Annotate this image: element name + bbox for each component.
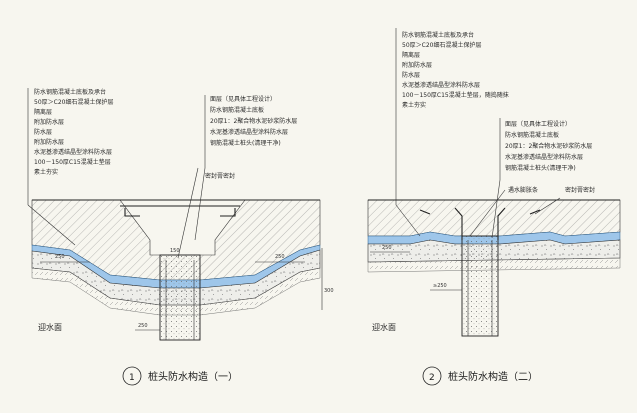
fig2-right-label-1: 防水钢筋混凝土底板 — [505, 131, 559, 139]
fig2-top-label-5: 水泥基渗透结晶型涂料防水层 — [402, 81, 480, 89]
fig1-left-label-5: 附加防水层 — [34, 138, 64, 146]
fig1-dim-2: 250 — [275, 254, 285, 260]
figure-2: 防水钢筋混凝土底板及承台 50厚＞C20细石混凝土保护层 隔离层 附加防水层 防… — [367, 28, 621, 386]
fig1-left-label-4: 防水层 — [34, 128, 52, 136]
rebar-hook-1 — [124, 208, 236, 217]
fig2-top-label-6: 100－150厚C15混凝土垫层，随捣随抹 — [402, 91, 509, 99]
fig2-top-label-2: 隔离层 — [402, 51, 420, 59]
fig2-right-label-0: 面层（见具体工程设计） — [505, 120, 571, 128]
fig1-dim-1: 150 — [170, 248, 180, 254]
fig2-top-label-7: 素土夯实 — [402, 101, 426, 109]
fig1-left-label-1: 50厚＞C20细石混凝土保护层 — [34, 98, 113, 106]
figure-1: 防水钢筋混凝土底板及承台 50厚＞C20细石混凝土保护层 隔离层 附加防水层 防… — [27, 88, 334, 386]
fig1-caption-circle — [122, 366, 142, 386]
fig2-sealant-label: 密封膏密封 — [565, 186, 595, 194]
fig2-right-labels: 面层（见具体工程设计） 防水钢筋混凝土底板 20厚1：2聚合物水泥砂浆防水层 水… — [505, 120, 592, 172]
fig2-top-label-1: 50厚＞C20细石混凝土保护层 — [402, 41, 481, 49]
fig1-caption: 桩头防水构造（一） — [148, 370, 238, 383]
fig2-caption-num: 2 — [429, 373, 435, 383]
fig1-dim-4: 250 — [138, 323, 148, 329]
fig2-dim-1: ≥250 — [433, 283, 447, 289]
pile-2 — [461, 235, 499, 337]
fig2-right-label-2: 20厚1：2聚合物水泥砂浆防水层 — [505, 142, 592, 150]
fig1-left-label-6: 水泥基渗透结晶型涂料防水层 — [34, 148, 112, 156]
fig1-dim-3: 300 — [324, 288, 334, 294]
fig1-left-label-0: 防水钢筋混凝土底板及承台 — [34, 88, 106, 96]
fig1-right-label-2: 20厚1：2聚合物水泥砂浆防水层 — [210, 117, 297, 125]
fig1-right-label-1: 防水钢筋混凝土底板 — [210, 106, 264, 114]
fig1-right-labels: 面层（见具体工程设计） 防水钢筋混凝土底板 20厚1：2聚合物水泥砂浆防水层 水… — [210, 95, 297, 147]
fig1-right-label-3: 水泥基渗透结晶型涂料防水层 — [210, 128, 288, 136]
fig2-right-label-4: 钢筋混凝土桩头(清理干净) — [505, 164, 576, 172]
fig2-top-label-3: 附加防水层 — [402, 61, 432, 69]
fig1-sealant-label: 密封膏密封 — [205, 172, 235, 180]
fig1-right-label-0: 面层（见具体工程设计） — [210, 95, 276, 103]
fig1-left-label-8: 素土夯实 — [34, 168, 58, 176]
fig2-caption-circle — [422, 366, 442, 386]
pile-1 — [159, 254, 201, 341]
fig2-right-label-3: 水泥基渗透结晶型涂料防水层 — [505, 153, 583, 161]
soil-1 — [31, 267, 321, 316]
fig2-caption: 桩头防水构造（二） — [448, 370, 538, 383]
fig2-dim-0: 250 — [382, 245, 392, 251]
fig1-dim-0: 250 — [55, 254, 65, 260]
fig1-water-face: 迎水面 — [38, 322, 62, 332]
fig1-left-label-7: 100－150厚C15混凝土垫层 — [34, 158, 111, 166]
fig1-left-label-3: 附加防水层 — [34, 118, 64, 126]
fig1-left-labels: 防水钢筋混凝土底板及承台 50厚＞C20细石混凝土保护层 隔离层 附加防水层 防… — [34, 88, 113, 176]
fig1-caption-num: 1 — [129, 373, 135, 383]
fig2-top-label-4: 防水层 — [402, 71, 420, 79]
fig2-water-face: 迎水面 — [372, 322, 396, 332]
fig1-left-label-2: 隔离层 — [34, 108, 52, 116]
fig2-top-label-0: 防水钢筋混凝土底板及承台 — [402, 31, 474, 39]
fig2-swell-label: 遇水膨胀条 — [508, 186, 538, 194]
fig2-top-labels: 防水钢筋混凝土底板及承台 50厚＞C20细石混凝土保护层 隔离层 附加防水层 防… — [402, 31, 509, 109]
fig1-right-label-4: 钢筋混凝土桩头(清理干净) — [210, 139, 281, 147]
